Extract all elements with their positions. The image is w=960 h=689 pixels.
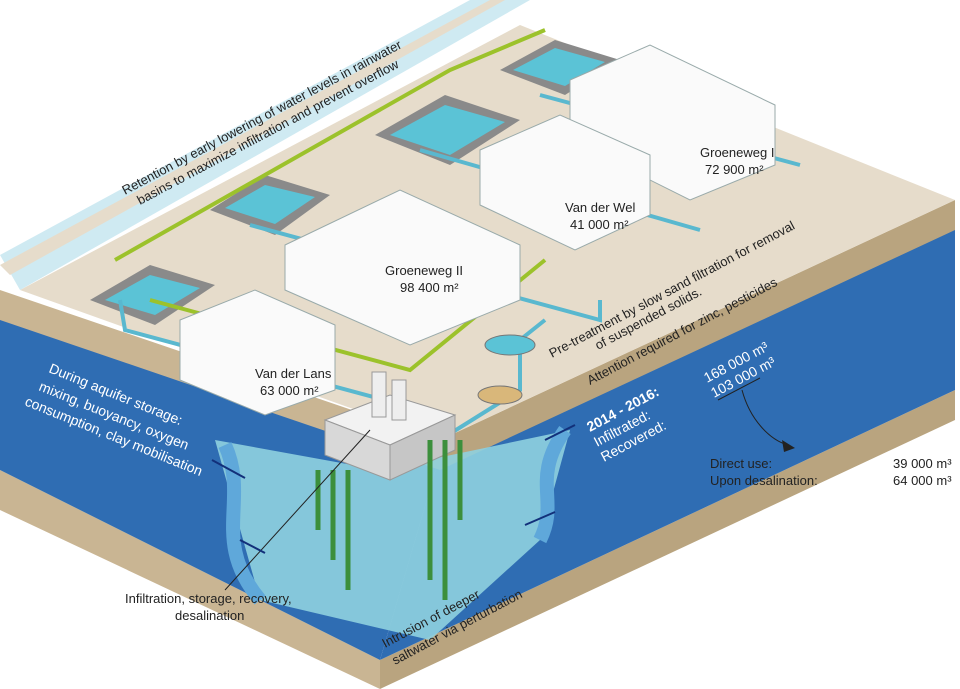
basin-3 — [375, 95, 520, 165]
plume-edge-right — [533, 425, 571, 544]
flow-arrows — [211, 424, 576, 554]
recovered-arrowhead-icon — [782, 440, 795, 452]
plume-edge-left — [218, 442, 266, 605]
basin-4 — [500, 40, 620, 95]
greenhouse-4-name: Van der Lans — [255, 366, 332, 381]
greenhouse-3-name: Groeneweg II — [385, 263, 463, 278]
ditch-water — [0, 0, 530, 290]
greenhouse-van-der-lans — [179, 289, 336, 416]
desalination-label: Upon desalination: — [710, 473, 818, 488]
direct-use-label: Direct use: — [710, 456, 772, 471]
recovered-underline — [717, 377, 761, 401]
soil-left-face — [0, 470, 380, 689]
soil-right-face — [380, 390, 955, 689]
greenhouse-1-name: Groeneweg I — [700, 145, 774, 160]
greenhouse-2-area: 41 000 m² — [570, 217, 629, 232]
greenhouse-4-area: 63 000 m² — [260, 383, 319, 398]
greenhouse-2-name: Van der Wel — [565, 200, 635, 215]
direct-use-value: 39 000 m³ — [893, 456, 952, 471]
basin-2 — [210, 175, 330, 235]
ditch-bank — [0, 0, 505, 275]
well-note-line1: Infiltration, storage, recovery, — [125, 591, 292, 606]
greenhouse-1-area: 72 900 m² — [705, 162, 764, 177]
topsoil-right-strip — [440, 200, 955, 470]
greenhouse-van-der-wel — [479, 114, 651, 251]
asr-facility — [323, 371, 457, 481]
aquifer-plume — [215, 430, 570, 640]
slow-sand-filter — [477, 334, 536, 405]
greenhouse-groeneweg-ii — [284, 189, 521, 346]
desalination-value: 64 000 m³ — [893, 473, 952, 488]
well-leader-line — [224, 429, 371, 591]
well-note-line2: desalination — [175, 608, 244, 623]
greenhouse-3-area: 98 400 m² — [400, 280, 459, 295]
wells — [315, 440, 463, 600]
